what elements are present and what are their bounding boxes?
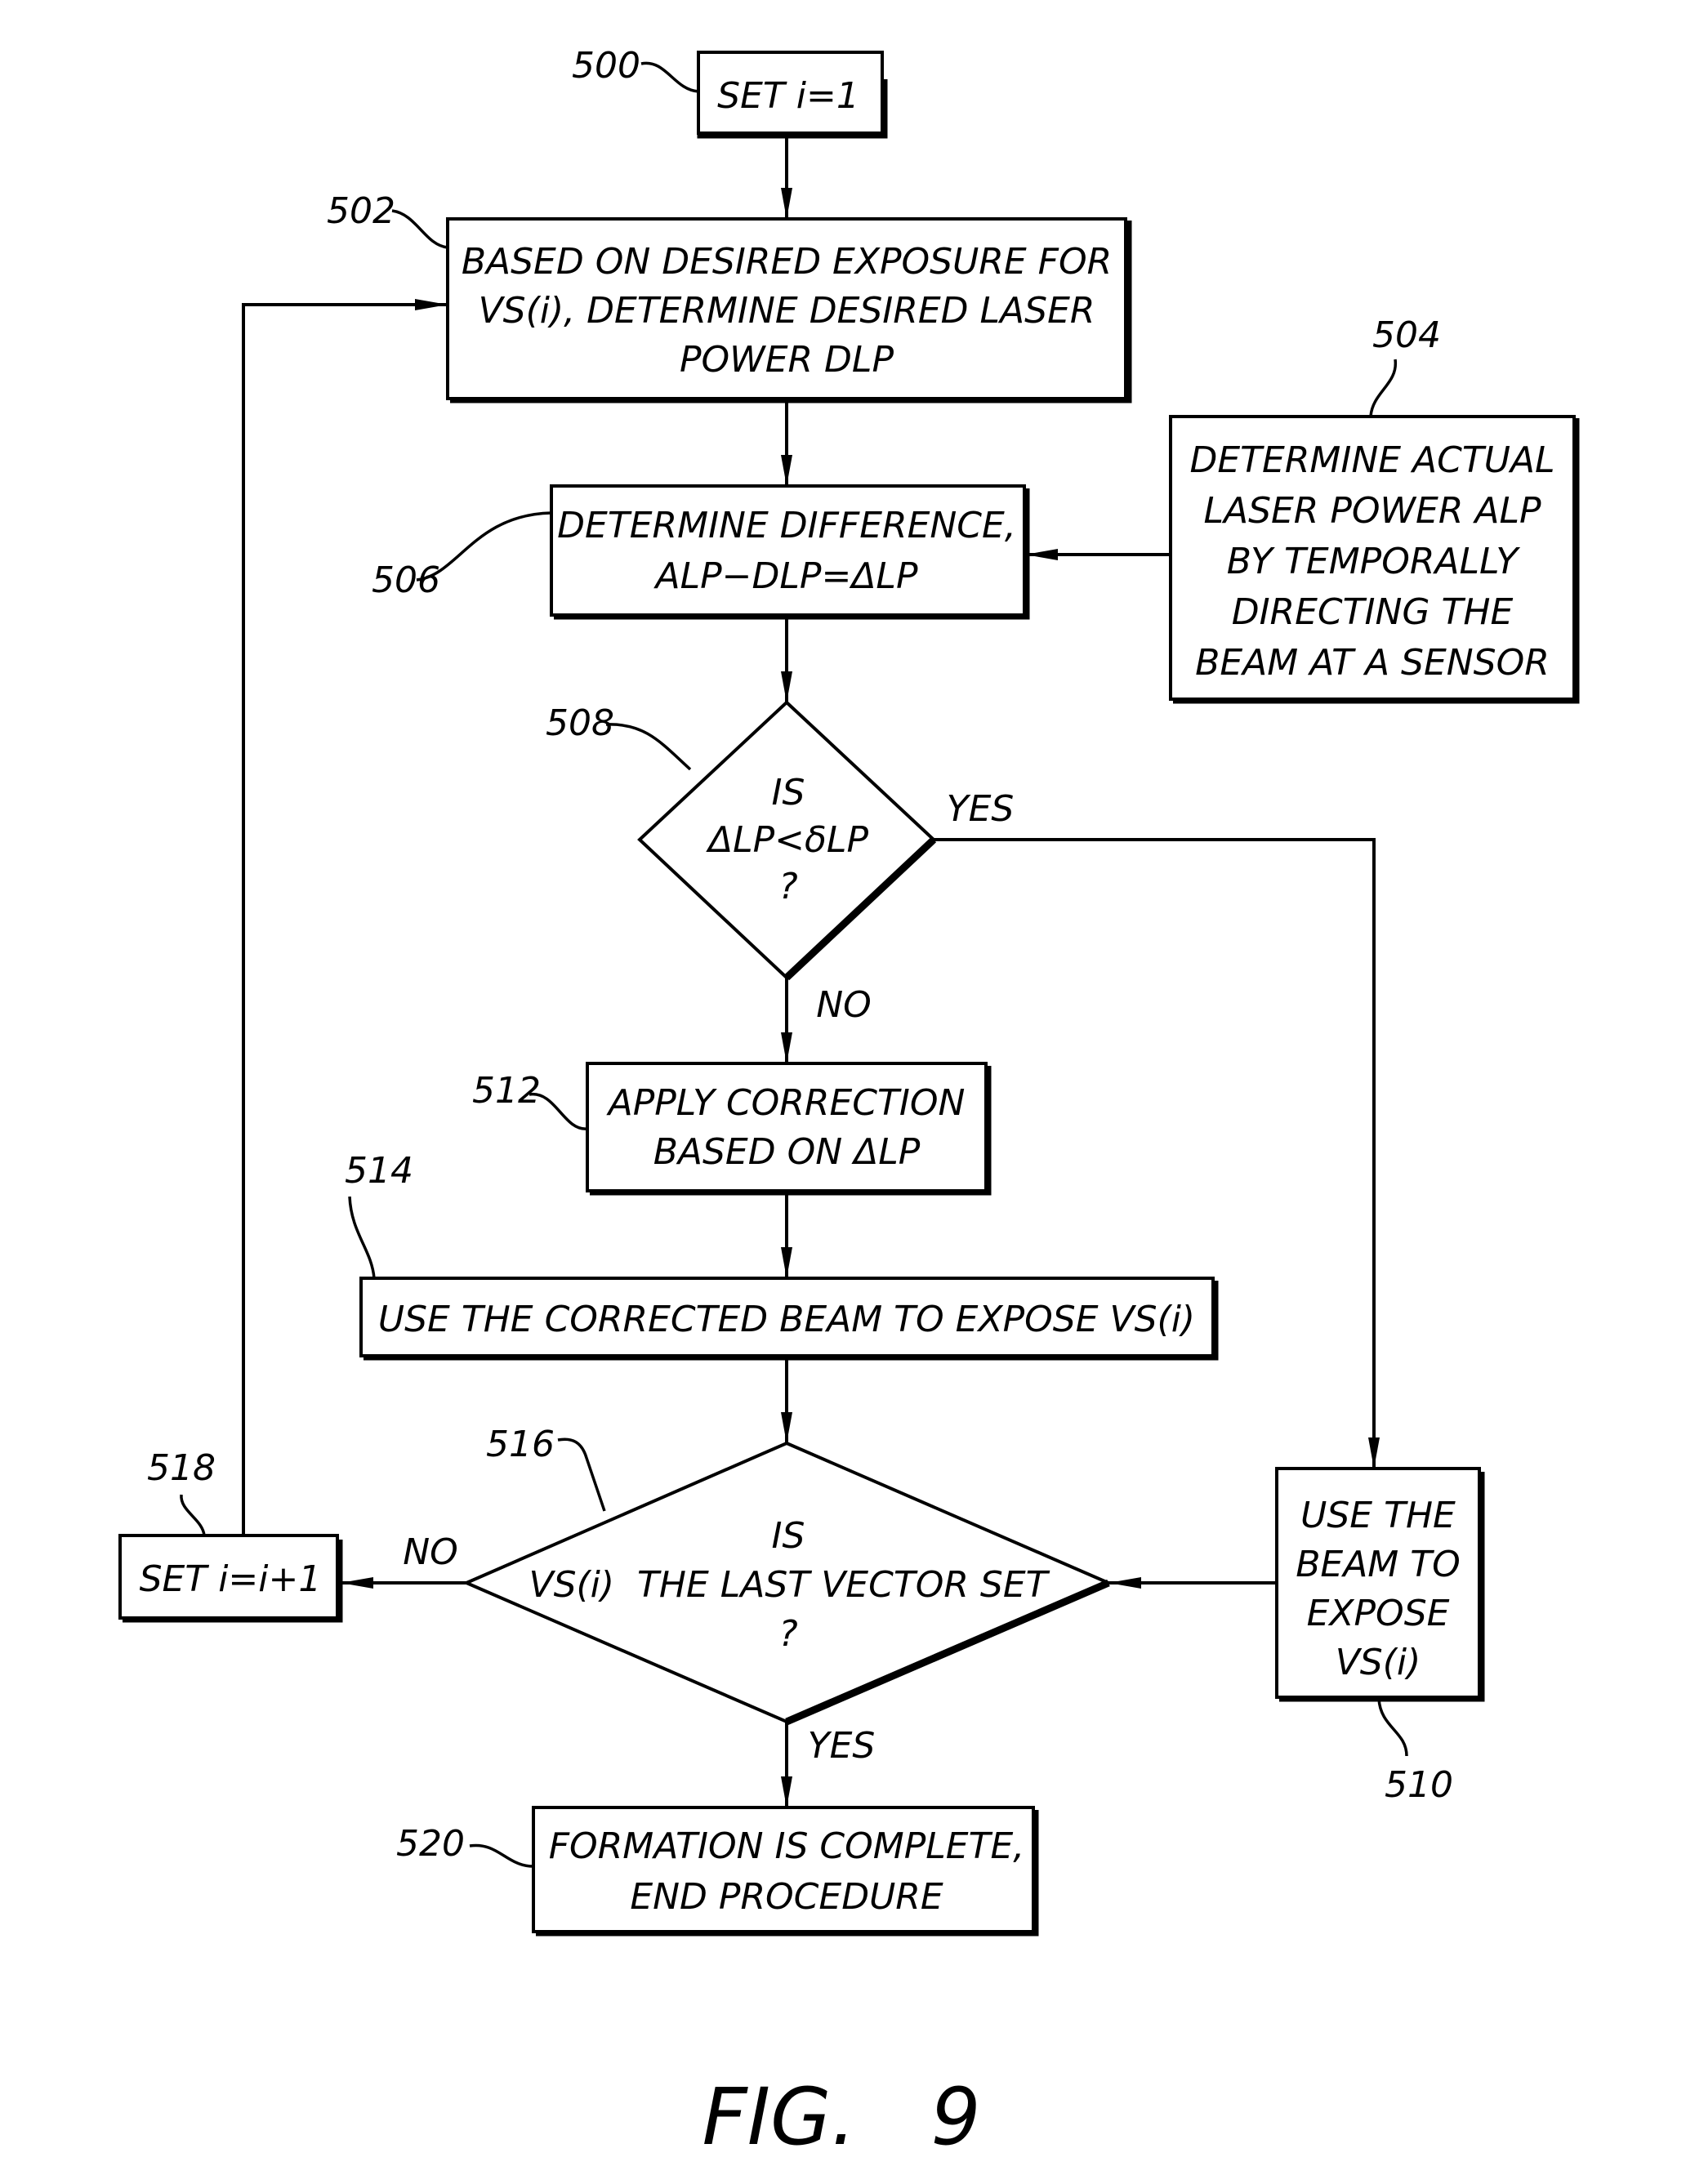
node-508-line-3: ? (778, 866, 797, 907)
node-508-line-2: ΔLP<δLP (706, 819, 868, 861)
arrowhead-icon (1368, 1437, 1380, 1469)
leader-516 (558, 1439, 604, 1511)
arrowhead-icon (781, 1776, 792, 1807)
node-506-determine-difference: DETERMINE DIFFERENCE, ALP−DLP=ΔLP 506 (372, 486, 1027, 617)
leader-502 (392, 211, 448, 247)
figure-caption: FIG. 9 (702, 2071, 980, 2163)
node-510-line-3: EXPOSE (1307, 1593, 1450, 1634)
leader-518 (181, 1495, 204, 1535)
node-504-line-4: DIRECTING THE (1232, 591, 1514, 633)
ref-506: 506 (372, 559, 440, 601)
ref-518: 518 (147, 1447, 216, 1489)
node-504-line-1: DETERMINE ACTUAL (1189, 439, 1554, 481)
node-516-line-1: IS (772, 1515, 805, 1557)
arrowhead-icon (781, 1412, 792, 1443)
ref-500: 500 (572, 45, 640, 87)
node-502-line-2: VS(i), DETERMINE DESIRED LASER (479, 290, 1095, 332)
ref-504: 504 (1372, 314, 1441, 356)
ref-516: 516 (486, 1424, 555, 1465)
arrowhead-icon (781, 1247, 792, 1278)
arrowhead-icon (341, 1577, 373, 1589)
node-504-actual-laser-power: DETERMINE ACTUAL LASER POWER ALP BY TEMP… (1171, 314, 1577, 701)
leader-520 (470, 1845, 533, 1866)
ref-512: 512 (472, 1070, 541, 1112)
arrowhead-icon (781, 1032, 792, 1063)
node-506-line-2: ALP−DLP=ΔLP (653, 555, 918, 597)
node-500-text: SET i=1 (717, 75, 859, 117)
node-504-line-2: LASER POWER ALP (1203, 490, 1541, 532)
node-502-line-3: POWER DLP (680, 339, 894, 381)
node-512-line-1: APPLY CORRECTION (606, 1082, 966, 1124)
node-500-set-i: SET i=1 500 (572, 45, 885, 136)
arrowhead-icon (781, 671, 792, 702)
node-504-line-5: BEAM AT A SENSOR (1195, 642, 1550, 684)
edge-label-516-no: NO (403, 1531, 458, 1573)
node-502-desired-laser-power: BASED ON DESIRED EXPOSURE FOR VS(i), DET… (327, 190, 1129, 400)
node-510-line-4: VS(i) (1336, 1642, 1421, 1683)
node-504-line-3: BY TEMPORALLY (1227, 541, 1521, 582)
node-516-line-2: VS(i) THE LAST VECTOR SET (529, 1564, 1050, 1606)
node-516-decision-last-vector-set: IS VS(i) THE LAST VECTOR SET ? 516 (466, 1424, 1108, 1722)
ref-520: 520 (396, 1823, 465, 1865)
ref-514: 514 (345, 1150, 413, 1192)
node-512-apply-correction: APPLY CORRECTION BASED ON ΔLP 512 (472, 1063, 988, 1192)
edge-label-508-no: NO (816, 984, 872, 1026)
node-510-line-1: USE THE (1300, 1495, 1456, 1536)
leader-510 (1379, 1699, 1407, 1756)
edge-508-510-yes (934, 840, 1374, 1469)
node-506-line-1: DETERMINE DIFFERENCE, (557, 505, 1016, 546)
node-516-line-3: ? (778, 1613, 797, 1655)
arrowhead-icon (781, 188, 792, 219)
node-510-line-2: BEAM TO (1296, 1544, 1461, 1585)
edge-label-508-yes: YES (947, 788, 1015, 830)
leader-500 (641, 63, 698, 91)
arrowhead-icon (415, 299, 448, 310)
arrowhead-icon (1025, 549, 1058, 560)
node-510-use-beam: USE THE BEAM TO EXPOSE VS(i) 510 (1277, 1469, 1482, 1806)
node-518-text: SET i=i+1 (140, 1558, 322, 1600)
ref-502: 502 (327, 190, 395, 232)
node-508-decision-delta-lp: IS ΔLP<δLP ? 508 (546, 702, 934, 978)
arrowhead-icon (781, 455, 792, 486)
edge-label-516-yes: YES (808, 1725, 876, 1767)
node-514-text: USE THE CORRECTED BEAM TO EXPOSE VS(i) (378, 1299, 1195, 1340)
node-520-line-1: FORMATION IS COMPLETE, (549, 1825, 1024, 1867)
ref-508: 508 (546, 702, 614, 744)
leader-508 (606, 724, 690, 769)
arrowhead-icon (1108, 1577, 1141, 1589)
node-520-line-2: END PROCEDURE (630, 1876, 943, 1918)
node-508-line-1: IS (772, 772, 805, 813)
node-520-end-procedure: FORMATION IS COMPLETE, END PROCEDURE 520 (396, 1807, 1036, 1933)
ref-510: 510 (1385, 1764, 1453, 1806)
leader-514 (350, 1197, 374, 1278)
node-502-line-1: BASED ON DESIRED EXPOSURE FOR (462, 241, 1112, 283)
node-512-line-2: BASED ON ΔLP (653, 1131, 921, 1173)
leader-504 (1371, 359, 1395, 417)
node-518-increment-i: SET i=i+1 518 (120, 1447, 340, 1620)
